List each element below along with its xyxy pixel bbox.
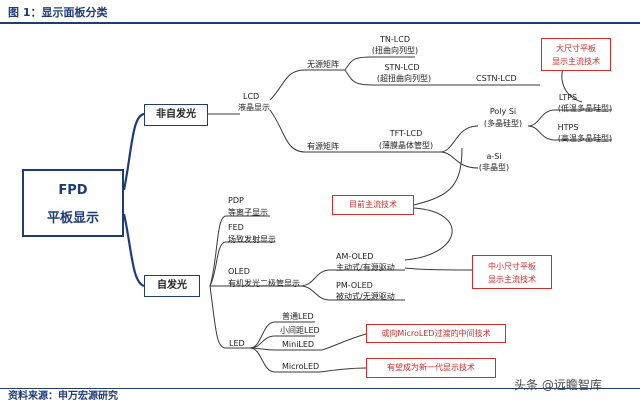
callout-large-panel: 大尺寸平板 显示主流技术 [541, 38, 611, 71]
root-title: FPD [58, 183, 88, 198]
fed-desc: 场致发射显示 [228, 235, 276, 244]
root-fpd-box: FPD 平板显示 [22, 169, 124, 237]
callout-micro-next: 有望成为新一代显示技术 [366, 358, 496, 378]
root-subtitle: 平板显示 [46, 211, 99, 226]
tft-lcd-name: TFT-LCD [389, 129, 423, 138]
line-polysi-ltps [527, 109, 612, 127]
callout-small-line1: 中小尺寸平板 [488, 262, 536, 271]
callout-large-line1: 大尺寸平板 [556, 44, 596, 53]
callout-mini-transition: 或向MicroLED过渡的中间技术 [366, 324, 506, 343]
led-small-pitch: 小间距LED [280, 326, 320, 335]
pdp-name: PDP [228, 196, 244, 205]
line-tft-asi [439, 151, 479, 169]
watermark-text: 头条 @远瞻智库 [514, 378, 602, 392]
non-emissive-box: 非自发光 [144, 104, 208, 126]
htps-desc: (高温多晶硅型) [557, 134, 613, 143]
callout-current-mainstream: 目前主流技术 [332, 195, 414, 215]
lcd-desc: 液晶显示 [238, 103, 270, 112]
tft-lcd-desc: (薄膜晶体管型) [378, 141, 434, 150]
header-rule [0, 22, 640, 24]
ltps-name: LTPS [558, 93, 578, 102]
stn-lcd-name: STN-LCD [384, 63, 420, 72]
led-name: LED [229, 339, 245, 348]
line-oled-pm [299, 285, 405, 301]
poly-si-name: Poly Si [489, 107, 517, 116]
line-led-micro [249, 347, 320, 373]
line-lcd-active [269, 109, 345, 153]
link-small [404, 267, 473, 271]
a-si-name: a-Si [486, 152, 502, 161]
callout-small-panel: 中小尺寸平板 显示主流技术 [472, 255, 552, 289]
root-to-emissive [122, 213, 145, 288]
cstn-lcd-name: CSTN-LCD [476, 74, 517, 83]
link-current [413, 147, 463, 206]
callout-large-line2: 显示主流技术 [552, 57, 600, 66]
source-note: 资料来源：申万宏源研究 [8, 391, 118, 402]
htps-name: HTPS [557, 123, 579, 132]
link-micro [319, 367, 367, 373]
passive-matrix-label: 无源矩阵 [307, 60, 339, 69]
line-passive-stn [344, 69, 540, 86]
line-em-pdp [209, 215, 270, 287]
link-mini [321, 333, 367, 351]
a-si-desc: (非晶型) [478, 163, 510, 172]
line-tft-polysi [439, 125, 479, 153]
led-mini: MiniLED [282, 340, 315, 349]
tn-lcd-name: TN-LCD [380, 35, 410, 44]
fed-name: FED [228, 223, 244, 232]
am-oled-name: AM-OLED [336, 252, 374, 261]
emissive-box: 自发光 [144, 275, 200, 297]
line-passive-tn [344, 56, 415, 71]
am-oled-desc: 主动式/有源驱动 [336, 263, 395, 272]
line-em-fed [209, 241, 275, 287]
ltps-desc: (低温多晶硅型) [557, 104, 613, 113]
pdp-desc: 等离子显示 [228, 208, 268, 217]
line-led-mini [249, 347, 322, 351]
stn-lcd-desc: (超扭曲向列型) [376, 74, 432, 83]
tn-lcd-desc: (扭曲向列型) [371, 46, 419, 55]
led-normal: 普通LED [282, 312, 314, 321]
line-polysi-htps [527, 125, 612, 141]
root-to-non-emissive [122, 112, 145, 191]
link-current-to-am [404, 207, 453, 261]
line-em-led [209, 285, 250, 349]
poly-si-desc: (多晶硅型) [483, 119, 523, 128]
lcd-name: LCD [243, 92, 260, 101]
active-matrix-label: 有源矩阵 [307, 142, 339, 151]
figure-title: 图 1：显示面板分类 [8, 6, 108, 19]
line-oled-am [299, 269, 405, 287]
footer-rule [0, 388, 640, 389]
led-micro: MicroLED [282, 362, 320, 371]
pm-oled-desc: 被动式/无源驱动 [336, 292, 395, 301]
pm-oled-name: PM-OLED [336, 281, 373, 290]
oled-desc: 有机发光二极管显示 [228, 279, 300, 288]
callout-small-line2: 显示主流技术 [488, 275, 536, 284]
line-lcd-passive [269, 69, 345, 101]
line-led-small [249, 335, 315, 349]
oled-name: OLED [228, 267, 250, 276]
